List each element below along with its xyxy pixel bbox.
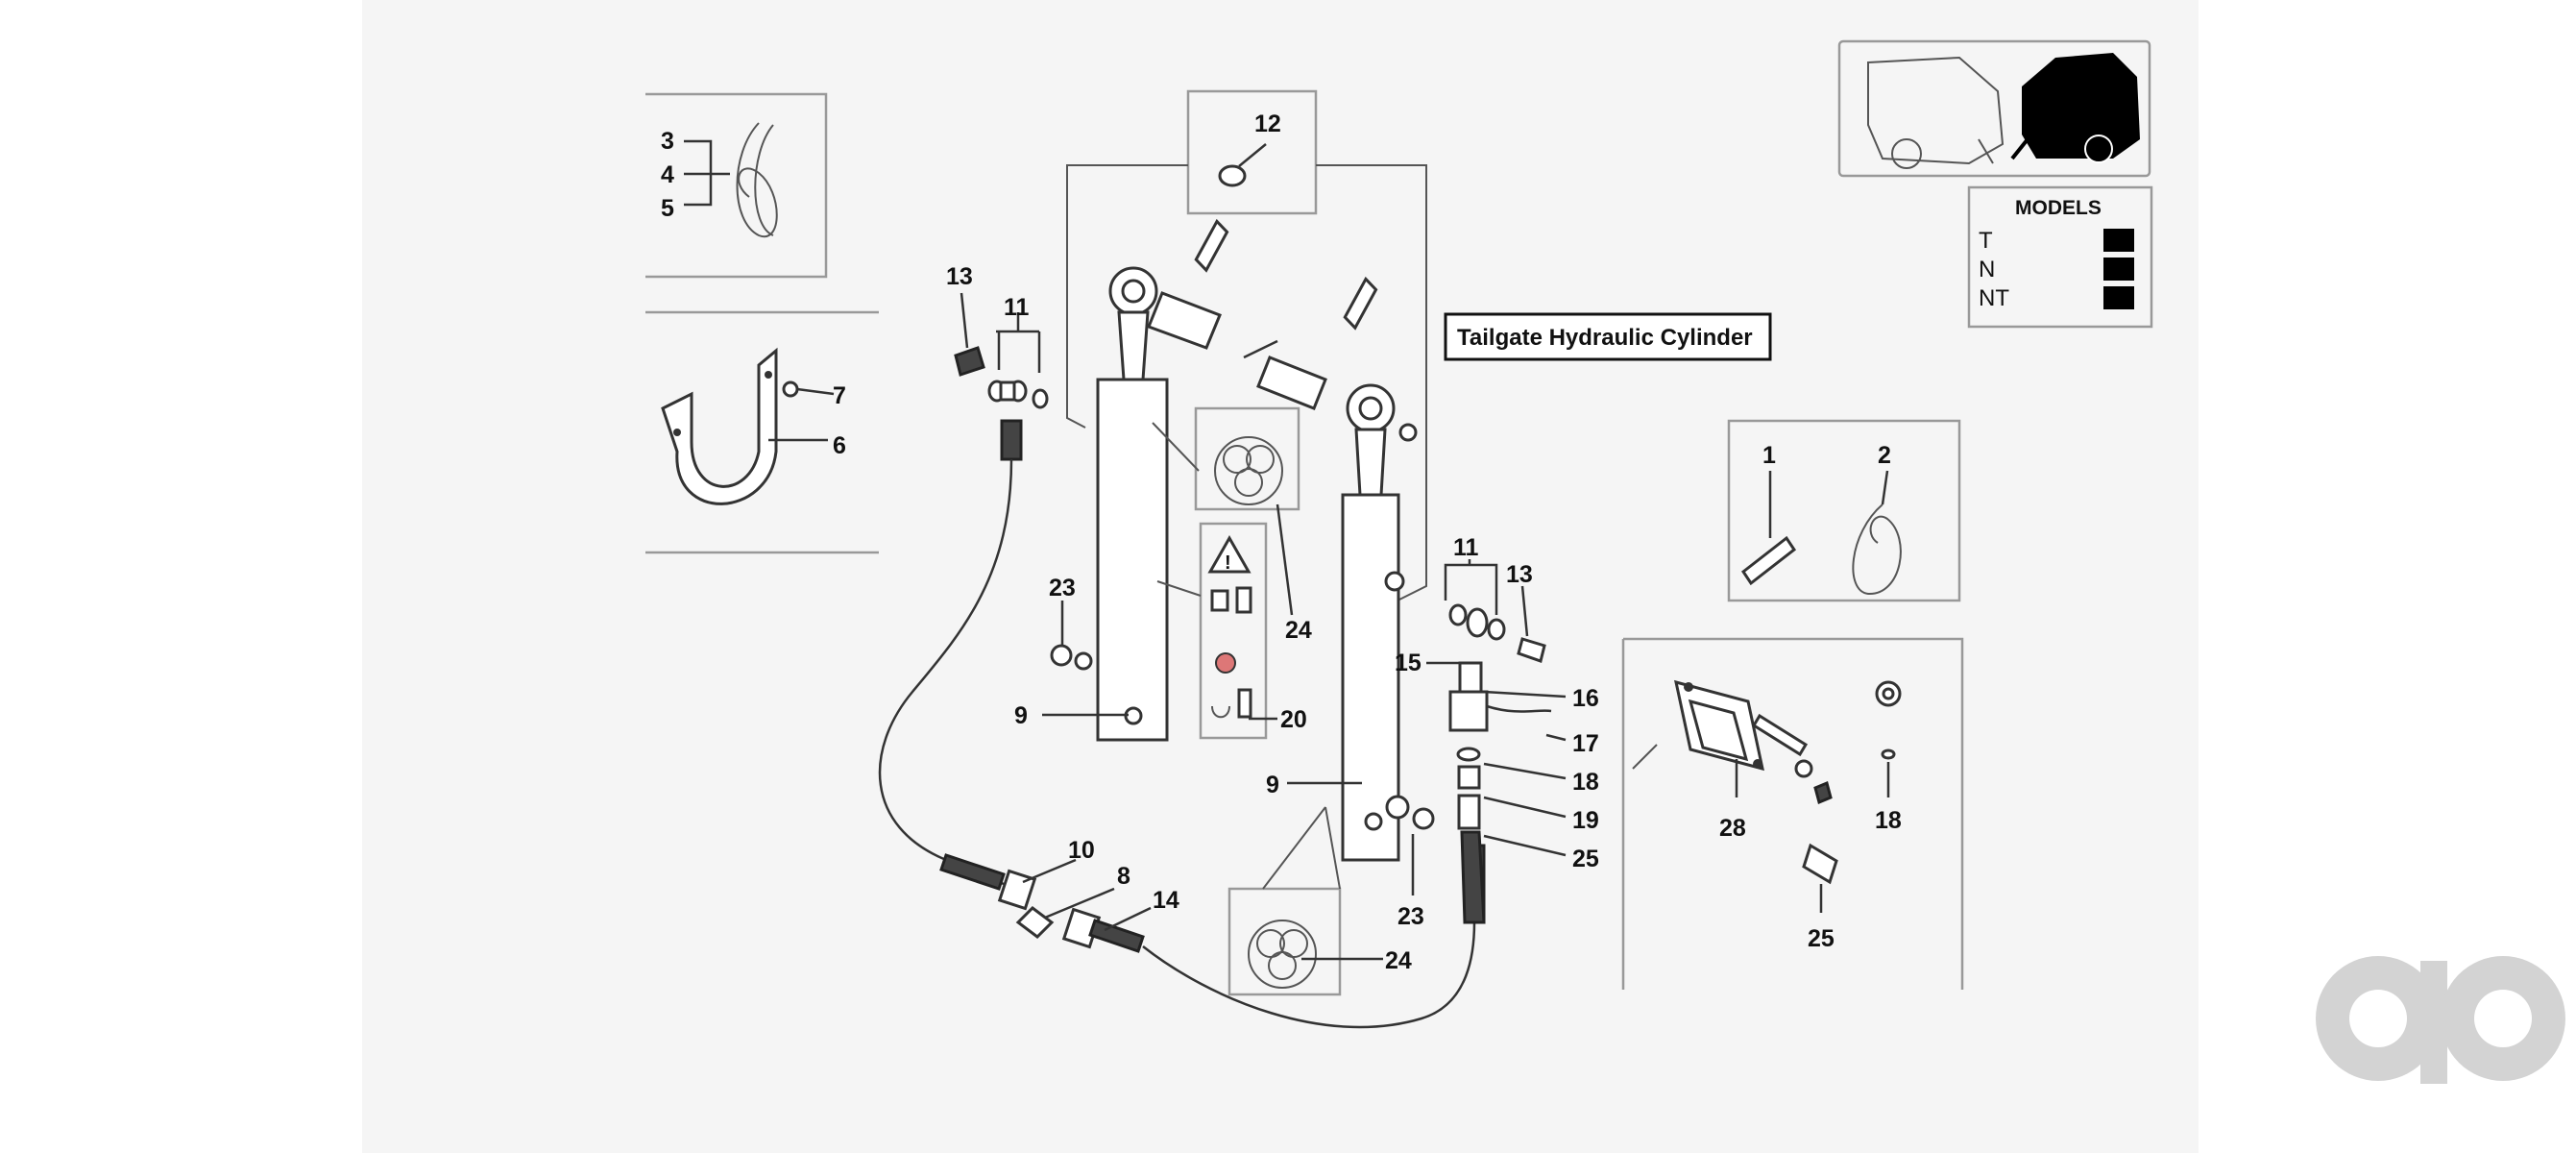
baler-silhouette-icon — [2010, 53, 2140, 163]
callout-17: 17 — [1572, 730, 1599, 757]
model-mark-t — [2103, 229, 2134, 252]
callout-16: 16 — [1572, 685, 1599, 712]
callout-24-upper: 24 — [1285, 617, 1312, 644]
pin-part-a — [1147, 218, 1229, 350]
hose-clip-part — [736, 122, 778, 238]
pin-part-b — [1256, 276, 1378, 410]
callout-7: 7 — [833, 382, 846, 409]
callout-2: 2 — [1878, 442, 1891, 469]
bolt-23-right — [1385, 795, 1435, 830]
callout-3: 3 — [661, 128, 674, 155]
callout-23-right: 23 — [1397, 903, 1424, 930]
detail-box-mount — [1621, 637, 1964, 990]
callout-10: 10 — [1068, 837, 1095, 864]
callout-8: 8 — [1117, 863, 1130, 890]
detail-box-bracket — [645, 310, 879, 554]
callout-15: 15 — [1395, 650, 1422, 676]
clamp-part-2 — [1852, 503, 1902, 596]
callout-13-left: 13 — [946, 263, 973, 290]
u-bracket-part — [661, 347, 778, 505]
washer-12-part — [1218, 164, 1247, 187]
nut-washer-18 — [1875, 680, 1902, 760]
callout-14: 14 — [1153, 887, 1179, 914]
callout-23-left: 23 — [1049, 575, 1076, 601]
warning-decal-20: ! — [1199, 522, 1268, 740]
callout-24-lower: 24 — [1385, 947, 1412, 974]
brand-watermark-logo — [2316, 956, 2565, 1084]
band-part-1 — [1740, 535, 1797, 586]
model-mark-nt — [2103, 286, 2134, 309]
bolt-7-part — [782, 380, 835, 398]
callout-12: 12 — [1254, 110, 1281, 137]
decal-24-upper — [1194, 406, 1300, 511]
fitting-13-left — [954, 346, 1049, 409]
baler-outline-icon — [1867, 56, 2005, 169]
callout-25-center: 25 — [1572, 846, 1599, 872]
callout-11-right: 11 — [1453, 534, 1479, 561]
model-item-n: N — [1979, 257, 1995, 282]
bolt-23-left — [1050, 644, 1093, 671]
detail-box-12 — [1186, 89, 1318, 215]
hydraulic-cylinder-right — [1341, 383, 1400, 862]
callout-5: 5 — [661, 195, 674, 222]
callout-28: 28 — [1719, 815, 1746, 842]
model-item-nt: NT — [1979, 285, 2009, 311]
callout-20: 20 — [1280, 706, 1307, 733]
callout-1: 1 — [1762, 442, 1776, 469]
callout-4: 4 — [661, 161, 674, 188]
callout-9-right: 9 — [1266, 772, 1279, 798]
callout-6: 6 — [833, 432, 846, 459]
baler-icons-box — [1837, 39, 2151, 178]
models-box — [1967, 185, 2153, 329]
callout-9-left: 9 — [1014, 702, 1028, 729]
decal-24-lower — [1227, 887, 1342, 996]
model-mark-n — [2103, 258, 2134, 281]
mount-plate-28 — [1674, 679, 1764, 772]
callout-19: 19 — [1572, 807, 1599, 834]
models-heading: MODELS — [2015, 197, 2102, 219]
diagram-title: Tailgate Hydraulic Cylinder — [1457, 325, 1753, 351]
hydraulic-cylinder-left — [1096, 266, 1169, 742]
diagram-panel — [362, 0, 2199, 1153]
detail-box-bands — [1727, 419, 1961, 602]
model-item-t: T — [1979, 228, 1993, 254]
callout-13-right: 13 — [1506, 561, 1533, 588]
bolt-pin-part — [1751, 713, 1838, 885]
svg-text:!: ! — [1225, 552, 1231, 574]
detail-box-clip — [645, 92, 828, 279]
warning-triangle-icon — [1207, 534, 1252, 574]
callout-18-right: 18 — [1875, 807, 1902, 834]
right-fitting-assembly — [1384, 571, 1552, 924]
callout-25-right: 25 — [1808, 925, 1835, 952]
ring-washer-part — [1398, 423, 1418, 442]
callout-11-left: 11 — [1004, 294, 1030, 321]
callout-18-center: 18 — [1572, 769, 1599, 796]
title-box — [1444, 312, 1772, 361]
